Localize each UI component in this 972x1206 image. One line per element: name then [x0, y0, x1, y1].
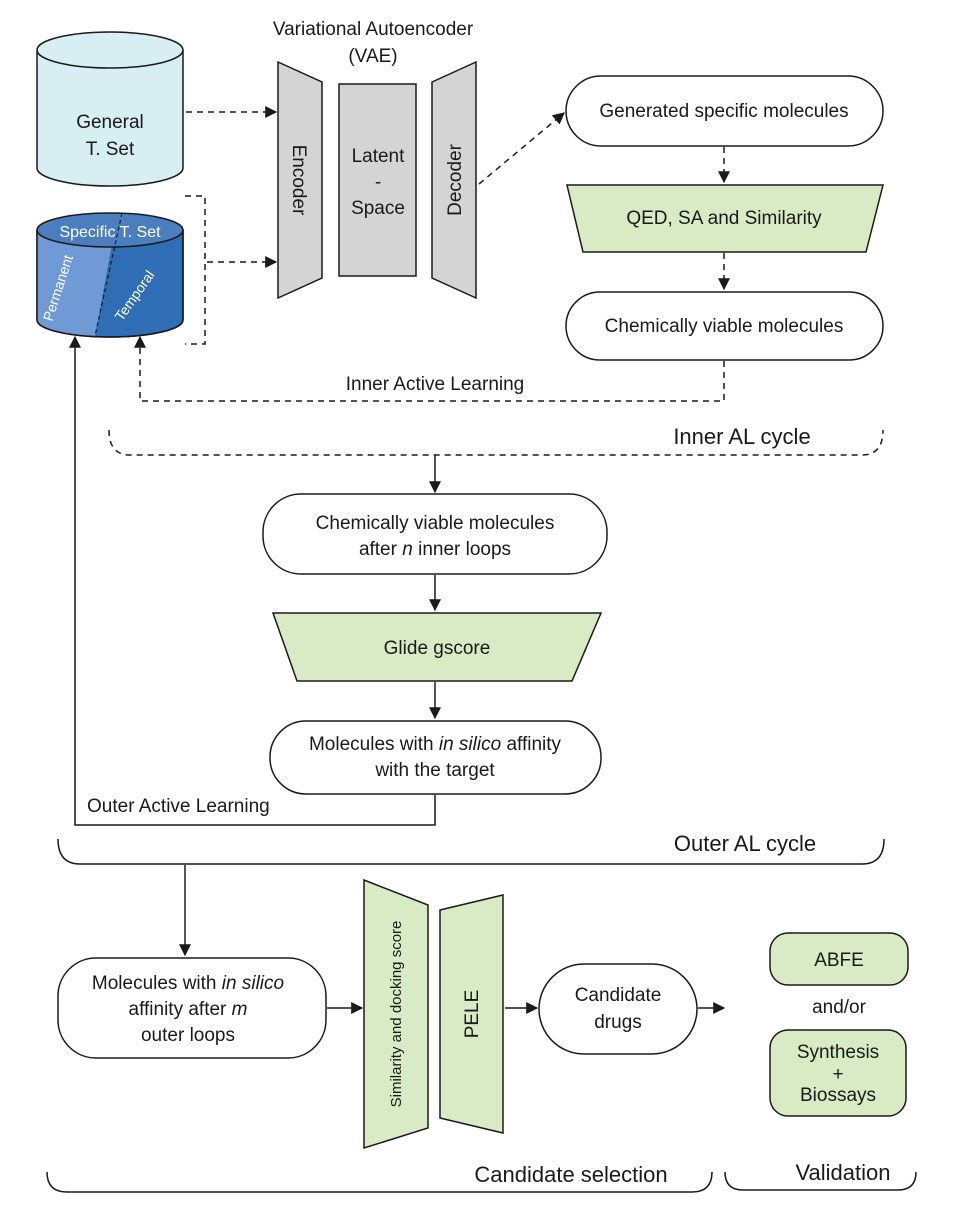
vae-title-line1: Variational Autoencoder [273, 19, 474, 40]
synthesis-line2: + [832, 1064, 843, 1085]
generated-molecules-label: Generated specific molecules [599, 101, 848, 122]
inner-cycle-label: Inner AL cycle [673, 424, 810, 449]
candidate-drugs-box [538, 963, 698, 1055]
synthesis-box [769, 1029, 907, 1117]
outer-active-learning-loop [69, 335, 436, 826]
decoder-block [431, 60, 477, 300]
similarity-docking-filter [363, 878, 429, 1150]
general-set-line2: T. Set [86, 139, 135, 160]
selection-input-box [57, 957, 327, 1059]
outer-active-learning-label: Outer Active Learning [87, 796, 270, 817]
encoder-label: Encoder [288, 145, 309, 216]
general-set-line1: General [76, 112, 144, 133]
affinity-line2: with the target [374, 760, 495, 781]
affinity-box [269, 720, 602, 795]
latent-line1: Latent [352, 146, 406, 167]
similarity-docking-label: Similarity and docking score [388, 921, 405, 1108]
viable-molecules-box [565, 291, 884, 361]
selection-input-line1: Molecules with in silico [92, 973, 284, 994]
candidate-drugs-line1: Candidate [575, 985, 662, 1006]
inner-cycle-brace [108, 429, 884, 456]
outer-viable-line2: after n inner loops [359, 539, 511, 560]
specific-set-title: Specific T. Set [59, 224, 161, 241]
andor-label: and/or [812, 997, 867, 1018]
pele-label: PELE [462, 990, 483, 1039]
inner-active-learning-loop [134, 335, 725, 402]
vae-title-line2: (VAE) [348, 46, 397, 67]
encoder-block [277, 60, 323, 300]
abfe-box [769, 932, 909, 986]
affinity-line1: Molecules with in silico affinity [309, 734, 562, 755]
glide-filter [271, 612, 603, 682]
decoder-to-generated-arrow [478, 112, 565, 185]
selection-input-line3: outer loops [141, 1025, 235, 1046]
viable-molecules-label: Chemically viable molecules [605, 316, 844, 337]
glide-label: Glide gscore [384, 638, 491, 659]
qed-sa-filter [566, 184, 884, 253]
outer-cycle-brace [57, 838, 885, 865]
pele-filter [439, 894, 504, 1134]
candidate-selection-label: Candidate selection [474, 1162, 667, 1187]
latent-space-block [338, 83, 417, 277]
qed-sa-label: QED, SA and Similarity [626, 208, 822, 229]
latent-line3: Space [351, 198, 405, 219]
validation-brace [724, 1171, 917, 1191]
general-training-set: General T. Set [36, 31, 184, 187]
abfe-label: ABFE [814, 950, 864, 971]
latent-line2: - [375, 172, 381, 193]
decoder-label: Decoder [445, 143, 466, 215]
candidate-drugs-line2: drugs [594, 1012, 642, 1033]
synthesis-line1: Synthesis [797, 1042, 879, 1063]
synthesis-line3: Biossays [800, 1085, 876, 1106]
candidate-selection-brace [46, 1171, 713, 1193]
specific-set-bracket [185, 195, 206, 345]
generated-molecules-box [565, 75, 884, 147]
outer-viable-line1: Chemically viable molecules [316, 513, 555, 534]
inner-active-learning-label: Inner Active Learning [346, 374, 525, 395]
selection-input-line2: affinity after m [129, 999, 248, 1020]
outer-cycle-label: Outer AL cycle [674, 831, 816, 856]
specific-training-set: Specific T. Set Permanent Temporal [36, 212, 184, 338]
validation-label: Validation [796, 1160, 891, 1185]
outer-viable-box [262, 493, 608, 575]
